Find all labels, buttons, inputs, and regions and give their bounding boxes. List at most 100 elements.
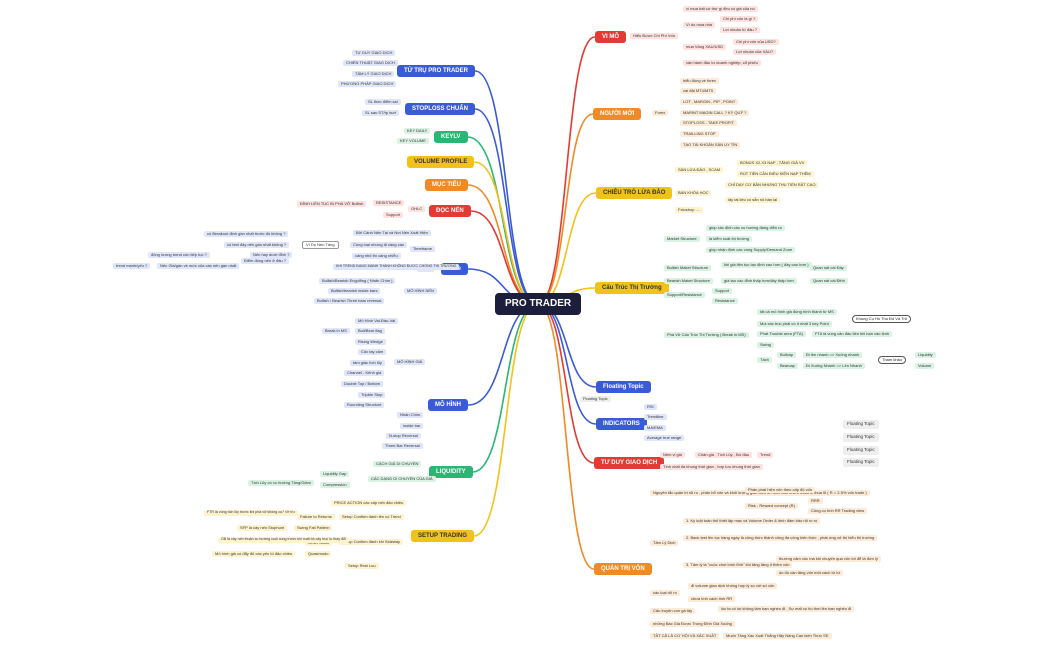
qtv-risk-reward[interactable]: Risk - Reward concept (R) — [745, 503, 798, 509]
rule-mhn-3[interactable]: Bullish / Bearish Three bars reversal — [314, 298, 385, 304]
rule-vd-sub-2[interactable]: Điểm đóng nến ở đâu ? — [241, 258, 289, 264]
bullish-node[interactable]: Bullish Maket Structure — [664, 265, 712, 271]
pv-item-4[interactable]: Swing — [757, 342, 774, 348]
rule-mhn-1[interactable]: Bullish/Bearish Engulfing ( Nhấn Chìm ) — [319, 278, 396, 284]
fta-note[interactable]: FTA là vùng cản đầu tiên khi bạn vào lện… — [812, 331, 893, 337]
nguoi-moi-item-6[interactable]: TRAILLING STOP — [680, 131, 719, 137]
nguoi-moi-item-7[interactable]: TẠO TÀI KHOẢN SÀN UY TÍN — [680, 142, 741, 148]
rule-tf-2[interactable]: Cùng loại nhưng đi càng cao — [350, 242, 408, 248]
liquidity-item-1[interactable]: CÁCH GIÁ DI CHUYỂN — [373, 461, 422, 467]
bearish-desc[interactable]: giá tạo các đỉnh thấp hơn/đáy thấp hơn — [721, 278, 797, 284]
rule-timeframe[interactable]: Timeframe — [410, 246, 435, 252]
nguoi-moi-child[interactable]: Forex — [652, 110, 669, 116]
rule-note-desc[interactable]: KHI TREND ĐANG MẠNH THÀNH KHÔNG ĐƯỢC CHỐ… — [333, 264, 460, 270]
rule-tf-1[interactable]: Bởi Cảnh Nến Tại và Nơi Nến Xuất Hiện — [353, 230, 431, 236]
qtv-bac[interactable]: những Bác Gia Được Trong Đỉnh Giá Xuống — [650, 621, 735, 627]
vi-mo-item-3[interactable]: mua Vàng XAU/USD — [683, 44, 727, 50]
setup-item-4[interactable]: Setup Confirm đánh khi Sideway — [339, 539, 404, 545]
mhg-7[interactable]: Double Top / Bottom — [341, 381, 384, 387]
qtv-tl-3[interactable]: 3. Tâm lý là "cuộc chơi bình tĩnh" khi t… — [683, 562, 793, 568]
rule-tf-3[interactable]: càng nhỏ thì càng nhiễu — [352, 253, 401, 259]
floating-topic-2[interactable]: Floating Topic — [843, 433, 879, 442]
setup-item-2[interactable]: Setup Confirm đánh lên có Trend — [339, 514, 404, 520]
bullish-desc[interactable]: khi giá liên tục tạo định cao hơn ( đáy … — [721, 262, 812, 268]
nguoi-moi-item-2[interactable]: cài đặt MT4/MT5 — [680, 88, 717, 94]
chieu-tro-scam[interactable]: SÀN LỪA ĐẢO , SCAM — [675, 167, 724, 173]
bearish-note[interactable]: Quan sát cái Đỉnh — [810, 278, 848, 284]
doc-nen-resistance[interactable]: RESISTANCE — [373, 200, 405, 206]
branch-muc-tieu[interactable]: MỤC TIÊU — [425, 179, 468, 191]
tdgd-chain[interactable]: Chân giá , Tích Lũy , Bứ đầu — [695, 452, 753, 458]
pv-item-2[interactable]: Mọi xác trúc phải có ít nhất 3 key Point — [757, 321, 832, 327]
ms-item-3[interactable]: giúp nhận định các vùng Supply/Demand Zo… — [706, 247, 796, 253]
setup-left-qm[interactable]: Mô hình giá có đẩy đủ các yếu tố đảo chi… — [212, 551, 296, 557]
pv-item-3[interactable]: Phát Trouble area (FTA) — [757, 331, 806, 337]
branch-vi-mo[interactable]: VI MÔ — [595, 31, 627, 43]
vi-mo-item-4[interactable]: vận hành đầu tư doanh nghiệp, cổ phiếu — [683, 60, 761, 66]
ms-item-1[interactable]: giúp xác định các xu hướng đang diễn ra — [706, 225, 785, 231]
tdgd-trend[interactable]: Trend — [757, 452, 774, 458]
rule-vi-du[interactable]: Ví Dụ Nền Tảng — [302, 241, 339, 249]
rule-vd-1[interactable]: có Breakout định gần nhất trước đó không… — [204, 231, 289, 237]
keylv-item-1[interactable]: KEY DAILY — [404, 128, 431, 134]
mhg-2[interactable]: Bull/Bear flag — [355, 328, 385, 334]
liquidity-item-2[interactable]: CÁC DẠNG DI CHUYỂN CỦA GIÁ — [368, 476, 436, 482]
branch-keylv[interactable]: KEYLV — [434, 131, 468, 143]
qtv-rui-ro[interactable]: các loại rủi ro — [650, 590, 680, 596]
tu-tru-item-2[interactable]: CHIẾN THUẬT GIAO DỊCH — [343, 60, 398, 66]
branch-floating-right[interactable]: Floating Topic — [596, 381, 651, 393]
qtv-tat-ca[interactable]: TẤT CẢ LÀ CƠ HỘI VÀ XÁC XUẤT — [650, 633, 720, 639]
setup-item-5[interactable]: Quasimodo — [305, 551, 332, 557]
mhg-4[interactable]: Cốc tay cầm — [358, 349, 387, 355]
tham-khao-box[interactable]: Tham khảo — [878, 356, 907, 364]
pv-item-5[interactable]: Tách — [757, 357, 772, 363]
branch-indicators[interactable]: INDICATORS — [596, 418, 647, 430]
branch-nguoi-moi[interactable]: NGƯỜI MỚI — [593, 108, 642, 120]
nguoi-moi-item-1[interactable]: hiểu đúng về forex — [680, 78, 719, 84]
setup-left-ob[interactable]: OB là cây nến thuận xu hướng cuối cùng t… — [218, 537, 349, 543]
chieu-tro-course-2[interactable]: lấy tài liệu có sẵn rồi bán lại — [725, 197, 781, 203]
qtv-chuyen-desc[interactable]: lúc ta có lợi không làm bạn nghèo đi , S… — [718, 606, 855, 612]
sr-support[interactable]: Support — [712, 288, 733, 294]
branch-tu-duy-gd[interactable]: TƯ DUY GIAO DỊCH — [594, 457, 665, 469]
nguoi-moi-item-5[interactable]: STOPLOSS - TAKE PROFIT — [680, 120, 737, 126]
vi-mo-child[interactable]: Hiểu Được Chi Phí Vốn — [630, 33, 678, 39]
vi-mo-sub-1[interactable]: Chi phí vốn là gì ? — [720, 16, 759, 22]
qtv-tam-ly[interactable]: Tâm Lý Dịch — [650, 540, 679, 546]
vi-mo-sub-4[interactable]: Lợi nhuận của XAU? — [733, 49, 777, 55]
mhg-3[interactable]: Rising Wedge — [355, 339, 386, 345]
chieu-tro-course-1[interactable]: CHỈ DẠY CƠ BẢN NHƯNG THU TIỀN RẤT CAO — [725, 182, 819, 188]
liquidity-sub-2[interactable]: Compression — [320, 482, 350, 488]
qtv-phan-phat[interactable]: Phân phát hiện vốn theo cấp độ vốn — [745, 487, 816, 493]
mhg-1[interactable]: Mô Hình Vai-Đầu-Vai — [355, 318, 399, 324]
indicator-atr[interactable]: Average true range — [644, 435, 685, 441]
mhg-6[interactable]: Channel - Kênh giá — [344, 370, 385, 376]
bearcap-node[interactable]: Bearcap — [777, 363, 798, 369]
vi-mo-item-2[interactable]: Vì do mua nhà — [683, 22, 716, 28]
pv-box[interactable]: Khung Cụ Hồ Thu Đủ Và Trũ — [852, 315, 912, 323]
qtv-chuyen[interactable]: Câu truyện con gà tây — [650, 608, 696, 614]
qtv-rr-tool[interactable]: Công cụ tính RR Trading view — [808, 508, 868, 514]
vi-mo-sub-3[interactable]: Chi phí vốn của USD? — [733, 39, 779, 45]
pha-vo-node[interactable]: Phá Vỡ Cấu Trúc Thị Trường ( Break in MS… — [664, 332, 749, 338]
rule-vd-far-3[interactable]: Nếu Giá/gần về mức của các nến gần nhất — [157, 263, 240, 269]
mhg-8[interactable]: Tripble Stop — [358, 392, 386, 398]
rule-vd-far-1[interactable]: động lượng trend còn tiếp tục ? — [148, 252, 210, 258]
floating-right-child[interactable]: Floating Topic — [580, 396, 611, 402]
bullish-note[interactable]: Quan sát cái Đáy — [810, 265, 847, 271]
setup-sub-ftr[interactable]: Failure to Returns — [297, 514, 335, 520]
mhg-9[interactable]: Rounding Structure — [344, 402, 385, 408]
branch-setup-trading[interactable]: SETUP TRADING — [411, 530, 474, 542]
qtv-rr-1[interactable]: đi volume giao dịch không hợp lý so với … — [688, 583, 778, 589]
bullcap-node[interactable]: Bullcap — [777, 352, 797, 358]
rule-vd-far-2[interactable]: trend mạnh/yếu ? — [113, 263, 151, 269]
tu-tru-item-1[interactable]: TƯ DUY GIAO DỊCH — [352, 50, 396, 56]
root-node[interactable]: PRO TRADER — [495, 293, 582, 315]
rule-vd-sub-1[interactable]: Nến hay dưới đỉnh ? — [250, 252, 293, 258]
branch-quan-tri-von[interactable]: QUẢN TRỊ VỐN — [594, 563, 652, 575]
qtv-tl3-sub-1[interactable]: thường cảm xúc mà khi chuyến qua vốn lợi… — [776, 556, 881, 562]
liquidity-sub-left[interactable]: Tích Lũy có xu hướng Tăng/Giảm — [248, 480, 314, 486]
mh-other-2[interactable]: inside bar — [400, 423, 424, 429]
floating-topic-1[interactable]: Floating Topic — [843, 420, 879, 429]
branch-chieu-tro[interactable]: CHIÊU TRÒ LỪA ĐẢO — [596, 187, 673, 199]
